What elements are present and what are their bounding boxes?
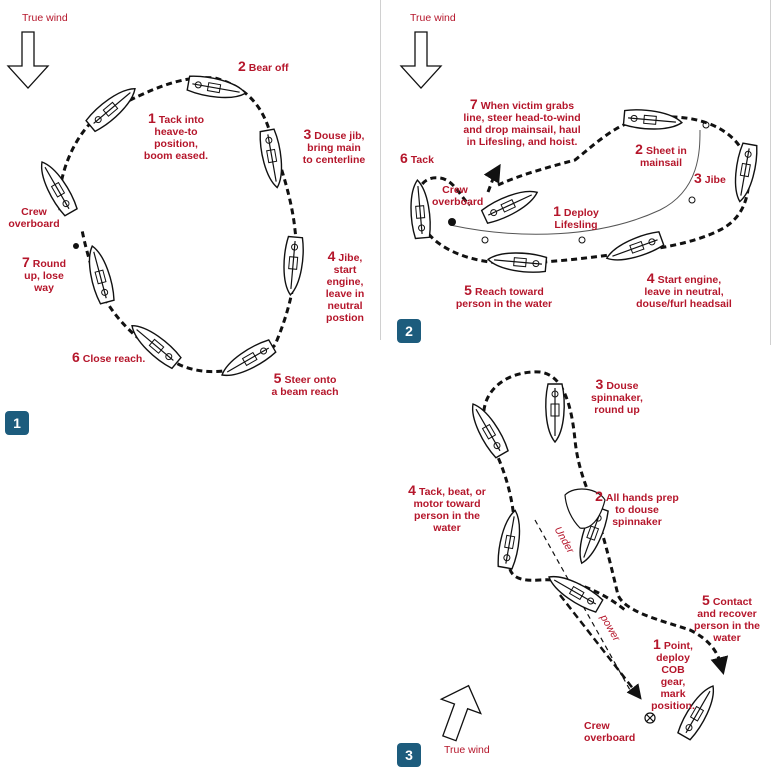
panel-number-badge: 2 [397,319,421,343]
boat [545,383,565,443]
panel-divider [770,0,771,345]
boat [622,107,684,133]
wind-label: True wind [444,744,490,756]
course-path [415,115,751,265]
boat [602,229,666,268]
panel-1-graphics [6,31,306,384]
wind-arrow [439,684,482,742]
course-path [57,76,298,374]
person-marker [73,243,79,249]
course-path [482,370,729,675]
lifesling-line [449,129,701,235]
wind-label: True wind [22,12,68,24]
boat [280,235,306,297]
boat [407,178,433,240]
crew-overboard-label: Crew overboard [584,720,636,744]
panel-number-badge: 1 [5,411,29,435]
spinnaker [564,488,606,529]
motor-path [559,594,642,700]
boat [464,398,511,460]
boat [495,508,525,570]
boat [186,73,248,103]
cob-marker-icon [644,712,656,724]
boat [257,128,287,190]
crew-overboard-label: Crew overboard [8,206,60,230]
boat [486,249,548,275]
panel-3-graphics [439,370,729,742]
crew-overboard-label: Crew overboard [432,184,484,208]
person-marker [448,218,456,226]
wind-arrow [399,31,443,89]
motor-path [534,519,631,691]
wind-arrow [6,31,50,89]
boat [730,142,760,204]
boat [83,80,142,134]
wind-label: True wind [410,12,456,24]
boat [216,337,278,384]
panel-number-badge: 3 [397,743,421,767]
panel-2-graphics [399,31,760,275]
panel-divider [380,0,381,340]
